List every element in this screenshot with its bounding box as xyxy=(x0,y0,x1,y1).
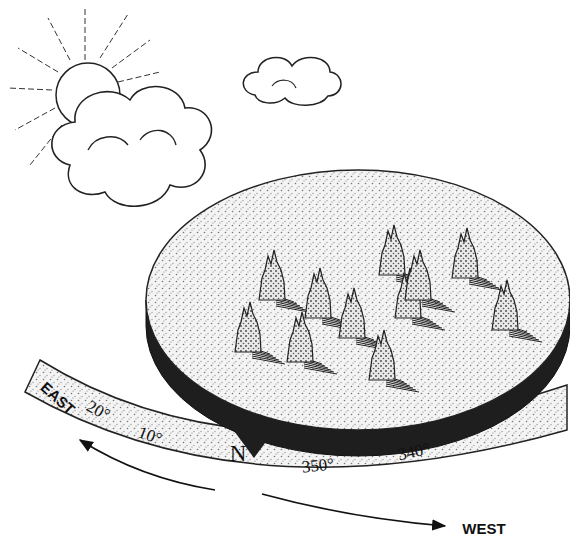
bearing-label: N xyxy=(230,441,247,467)
cloud xyxy=(52,87,212,207)
tree xyxy=(379,225,405,275)
trees xyxy=(235,225,542,392)
tree xyxy=(305,268,331,318)
west-arrow xyxy=(262,494,445,526)
tree xyxy=(259,250,285,300)
tree xyxy=(287,312,313,362)
tree xyxy=(235,302,261,352)
tree xyxy=(492,280,518,330)
tree xyxy=(405,250,431,300)
cloud xyxy=(243,57,341,105)
bearing-label: 350° xyxy=(301,454,335,477)
east-arrow xyxy=(80,440,215,490)
tree xyxy=(452,228,478,278)
tree xyxy=(339,288,365,338)
tree xyxy=(369,330,395,380)
disk-top xyxy=(146,170,570,430)
direction-label: WEST xyxy=(462,520,505,537)
